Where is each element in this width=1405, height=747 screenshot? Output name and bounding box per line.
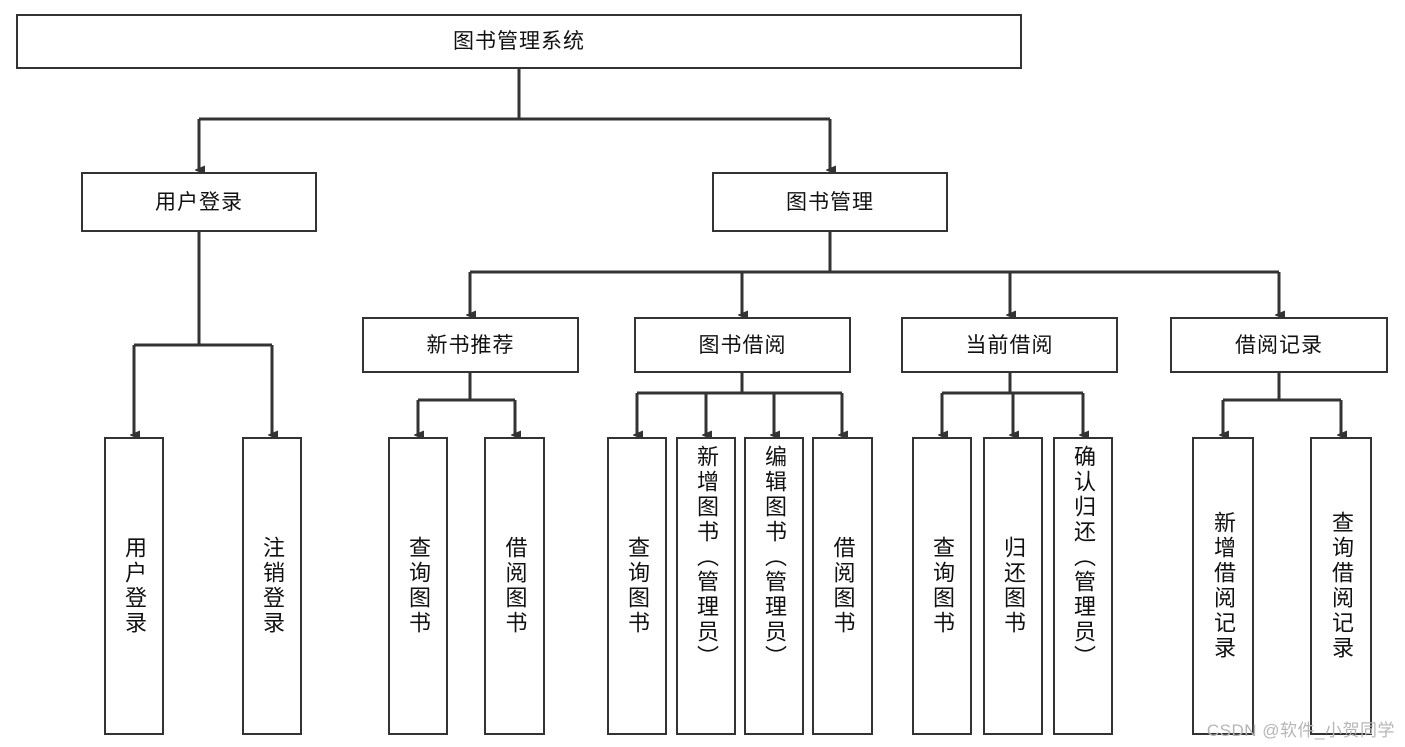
node-label: 当前借阅 (965, 333, 1054, 357)
node-label: 图书管理系统 (453, 30, 585, 53)
root-node[interactable]: 图书管理系统 (16, 14, 1022, 69)
node-label: 图书借阅 (698, 333, 787, 357)
leaf-node-11[interactable]: 新增借阅记录 (1192, 437, 1254, 735)
node-label: 新增借阅记录 (1211, 511, 1236, 661)
node-label: 查询借阅记录 (1329, 511, 1354, 661)
node-label: 新增图书（管理员） (694, 445, 719, 670)
node-label: 借阅记录 (1235, 333, 1323, 357)
level1-node-1[interactable]: 图书管理 (712, 172, 948, 232)
node-label: 用户登录 (122, 536, 147, 636)
leaf-node-0[interactable]: 用户登录 (104, 437, 164, 735)
level2-node-1[interactable]: 图书借阅 (634, 317, 851, 373)
leaf-node-8[interactable]: 查询图书 (912, 437, 972, 735)
node-label: 借阅图书 (502, 536, 528, 636)
leaf-node-10[interactable]: 确认归还（管理员） (1053, 437, 1113, 735)
leaf-node-2[interactable]: 查询图书 (388, 437, 448, 735)
node-label: 查询图书 (625, 536, 650, 636)
node-label: 归还图书 (1001, 536, 1026, 636)
node-label: 编辑图书（管理员） (762, 445, 787, 670)
leaf-node-5[interactable]: 新增图书（管理员） (676, 437, 736, 735)
leaf-node-7[interactable]: 借阅图书 (812, 437, 873, 735)
level2-node-3[interactable]: 借阅记录 (1170, 317, 1388, 373)
leaf-node-3[interactable]: 借阅图书 (484, 437, 545, 735)
node-label: 查询图书 (406, 536, 431, 636)
level1-node-0[interactable]: 用户登录 (81, 172, 317, 232)
leaf-node-4[interactable]: 查询图书 (607, 437, 667, 735)
node-label: 用户登录 (155, 190, 243, 214)
node-label: 借阅图书 (830, 536, 856, 636)
node-label: 确认归还（管理员） (1071, 445, 1096, 670)
level2-node-0[interactable]: 新书推荐 (362, 317, 579, 373)
node-label: 图书管理 (786, 190, 874, 214)
leaf-node-6[interactable]: 编辑图书（管理员） (744, 437, 804, 735)
leaf-node-9[interactable]: 归还图书 (983, 437, 1043, 735)
leaf-node-1[interactable]: 注销登录 (242, 437, 302, 735)
node-label: 查询图书 (930, 536, 955, 636)
node-label: 注销登录 (260, 536, 285, 636)
leaf-node-12[interactable]: 查询借阅记录 (1310, 437, 1372, 735)
node-label: 新书推荐 (426, 333, 515, 357)
level2-node-2[interactable]: 当前借阅 (901, 317, 1118, 373)
